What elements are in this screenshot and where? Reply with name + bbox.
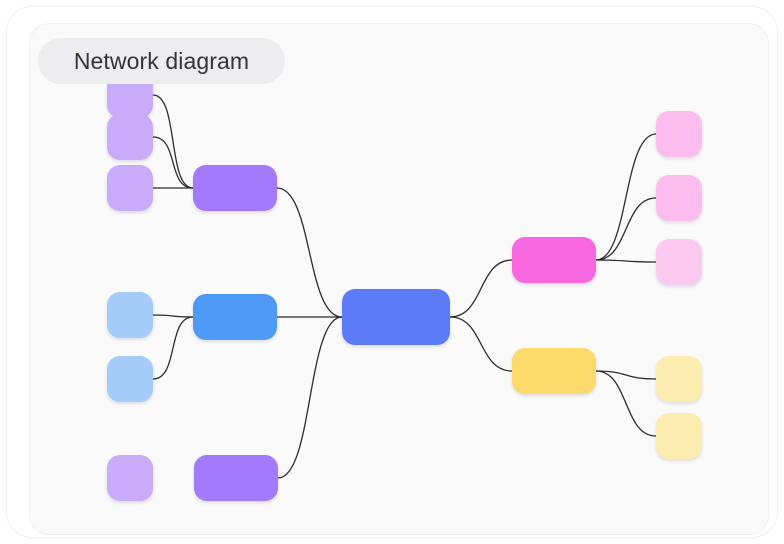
- edge-pink-hub-to-pink-leaf-1: [595, 133, 657, 261]
- node-pink-leaf-3[interactable]: [656, 239, 702, 285]
- node-blue-leaf-2[interactable]: [107, 356, 153, 402]
- node-purple-leaf-2[interactable]: [107, 114, 153, 160]
- node-yellow-leaf-2[interactable]: [656, 413, 702, 459]
- edge-purple-hub-2-to-center-node: [277, 316, 343, 479]
- edge-blue-leaf-2-to-blue-hub: [152, 316, 194, 380]
- outer-card: [6, 6, 778, 538]
- edge-pink-hub-to-pink-leaf-2: [595, 197, 657, 261]
- node-center-node[interactable]: [342, 289, 450, 345]
- edge-center-node-to-pink-hub: [449, 259, 513, 318]
- edge-center-node-to-yellow-hub: [449, 316, 513, 372]
- node-purple-hub[interactable]: [193, 165, 277, 211]
- node-yellow-leaf-1[interactable]: [656, 356, 702, 402]
- node-pink-hub[interactable]: [512, 237, 596, 283]
- node-blue-leaf-1[interactable]: [107, 292, 153, 338]
- diagram-panel: [29, 23, 769, 535]
- node-blue-hub[interactable]: [193, 294, 277, 340]
- diagram-title-pill: Network diagram: [38, 38, 285, 84]
- edge-pink-hub-to-pink-leaf-3: [595, 259, 657, 263]
- node-purple-hub-2[interactable]: [194, 455, 278, 501]
- node-pink-leaf-1[interactable]: [656, 111, 702, 157]
- diagram-canvas[interactable]: [30, 24, 768, 534]
- edge-purple-hub-to-center-node: [276, 187, 343, 318]
- node-purple-leaf-4[interactable]: [107, 455, 153, 501]
- edge-blue-leaf-1-to-blue-hub: [152, 314, 194, 318]
- page-title: Network diagram: [73, 47, 250, 74]
- edge-purple-leaf-2-to-purple-hub: [152, 136, 194, 189]
- edge-yellow-hub-to-yellow-leaf-1: [595, 370, 657, 380]
- node-purple-leaf-3[interactable]: [107, 165, 153, 211]
- node-yellow-hub[interactable]: [512, 348, 596, 394]
- node-pink-leaf-2[interactable]: [656, 175, 702, 221]
- edge-yellow-hub-to-yellow-leaf-2: [595, 370, 657, 437]
- edge-purple-leaf-1-to-purple-hub: [152, 94, 194, 189]
